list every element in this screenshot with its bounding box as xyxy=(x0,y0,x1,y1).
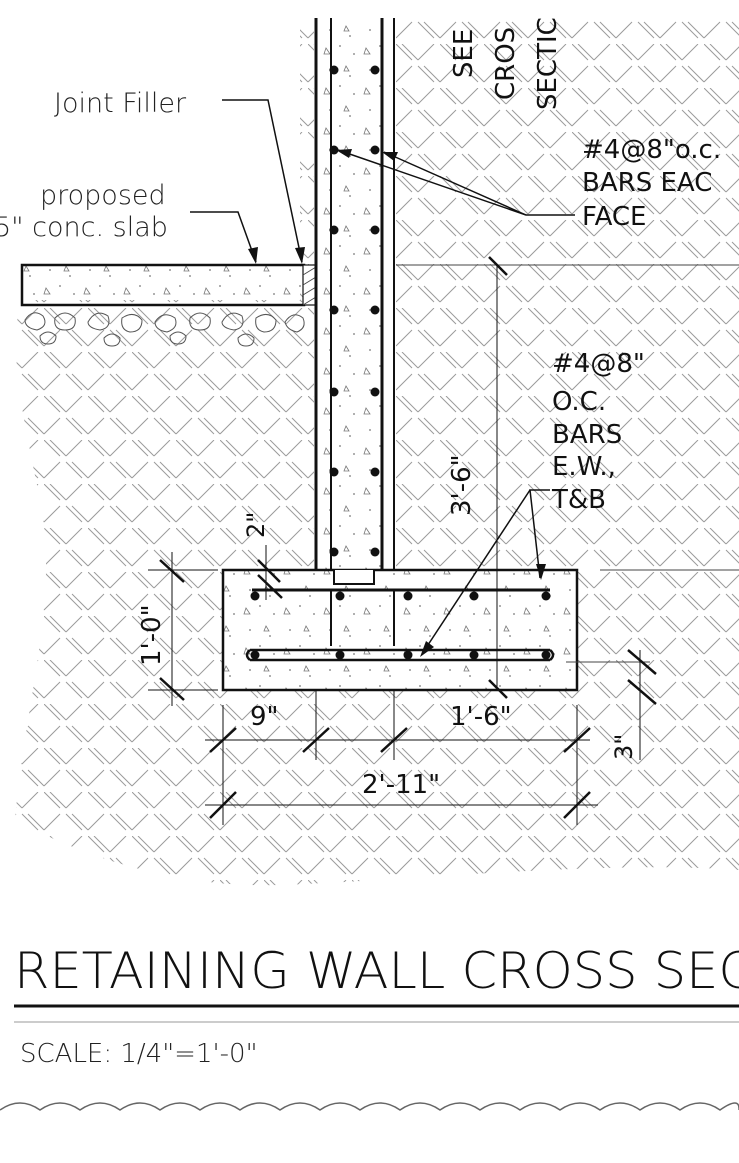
dimension-wall-height-label: 3'-6" xyxy=(447,454,477,516)
scalloped-border xyxy=(0,1102,739,1111)
dimension-total-width xyxy=(205,791,598,819)
wall-bars-note-line2: BARS EAC xyxy=(582,168,712,198)
footing-bars-note-line5: T&B xyxy=(551,485,606,515)
dimension-cover-top-label: 2" xyxy=(242,512,270,538)
footing-rebar xyxy=(250,591,551,660)
see-section-line1: SEE xyxy=(449,29,479,78)
footing-bottom-bar xyxy=(245,648,555,662)
shear-key xyxy=(333,570,375,585)
dimension-bottom-cover-label: 3" xyxy=(610,734,638,760)
dowel-lines xyxy=(330,590,395,646)
dimension-toe-heel xyxy=(205,690,591,825)
footing-bars-note-line3: BARS xyxy=(552,420,622,450)
wall-rebar xyxy=(329,65,380,557)
dimension-bottom-cover xyxy=(627,649,657,760)
dimension-toe-label: 9" xyxy=(250,702,279,732)
wall-inner-lines xyxy=(330,18,395,570)
leader-arrowheads xyxy=(248,149,546,657)
see-section-line2: CROS xyxy=(491,27,521,100)
drawing-title: RETAINING WALL CROSS SEC xyxy=(14,942,739,1000)
wall-stem xyxy=(316,18,382,570)
scale-note: SCALE: 1/4"=1'-0" xyxy=(20,1039,258,1069)
wall-bars-note-line3: FACE xyxy=(582,202,646,232)
dimension-footing-depth xyxy=(148,552,218,706)
proposed-label: proposed xyxy=(40,180,166,211)
slab-label: 5" conc. slab xyxy=(0,212,168,243)
gravel-base xyxy=(24,312,305,347)
footing xyxy=(221,568,579,692)
see-section-line3: SECTIC xyxy=(533,17,563,110)
footing-bars-note-line2: O.C. xyxy=(552,387,606,417)
dimension-total-width-label: 2'-11" xyxy=(362,770,440,800)
dimension-cover-top xyxy=(257,545,283,600)
wall-bars-note-line1: #4@8"o.c. xyxy=(582,135,721,165)
dimension-heel-label: 1'-6" xyxy=(450,702,512,732)
wall-outer-lines xyxy=(314,18,384,570)
dimension-footing-depth-label: 1'-0" xyxy=(137,604,167,666)
footing-bars-note-line1: #4@8" xyxy=(552,349,645,379)
joint-filler-label: Joint Filler xyxy=(54,88,187,119)
footing-bars-note-line4: E.W., xyxy=(552,452,616,482)
dimension-wall-height xyxy=(488,256,508,699)
concrete-slab xyxy=(20,263,306,307)
leader-lines xyxy=(190,99,575,655)
